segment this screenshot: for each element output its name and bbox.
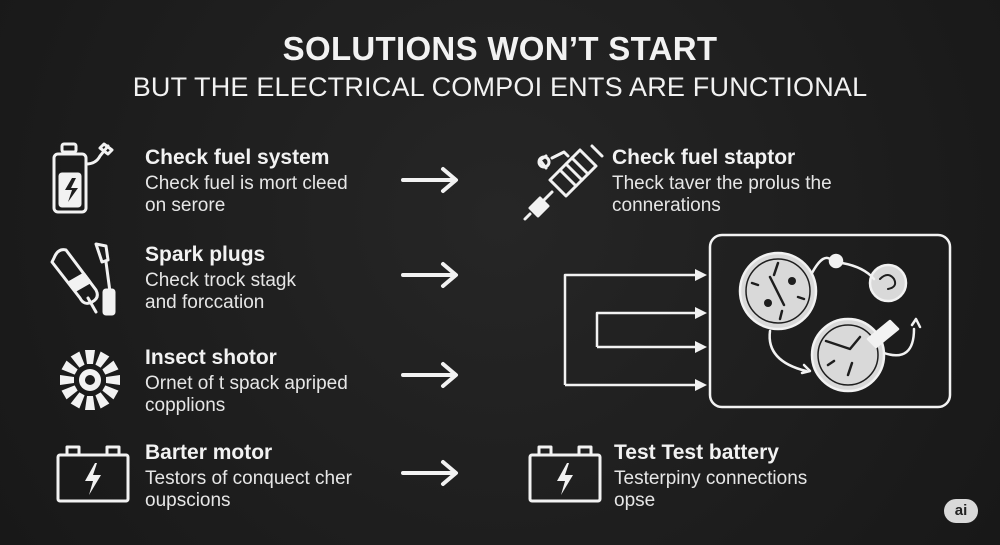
list-item: Insect shotor Ornet of t spack apriped c… bbox=[145, 345, 445, 417]
list-item: Check fuel staptor Theck taver the prolu… bbox=[612, 145, 912, 217]
list-item: Test Test battery Testerpiny connections… bbox=[614, 440, 914, 512]
gear-sunburst-icon bbox=[55, 345, 125, 415]
item-title: Insect shotor bbox=[145, 346, 277, 369]
item-desc-line2: connerations bbox=[612, 195, 721, 216]
page-title: SOLUTIONS WON’T START bbox=[282, 30, 718, 67]
item-desc-line2: copplions bbox=[145, 395, 226, 416]
item-desc-line2: oupscions bbox=[145, 490, 231, 511]
item-desc-line1: Testerpiny connections bbox=[614, 468, 808, 489]
right-arrow-icon bbox=[401, 167, 458, 193]
right-arrow-icon bbox=[401, 460, 458, 486]
fuel-canister-icon bbox=[50, 140, 122, 216]
item-title: Test Test battery bbox=[614, 441, 779, 464]
item-desc-line2: and forccation bbox=[145, 292, 265, 313]
item-desc-line1: Check trock stagk bbox=[145, 270, 296, 291]
item-title: Check fuel staptor bbox=[612, 146, 796, 169]
right-arrow-icon bbox=[401, 362, 458, 388]
circuit-gauges-icon bbox=[708, 233, 952, 409]
item-desc-line1: Ornet of t spack apriped bbox=[145, 373, 348, 394]
list-item: Barter motor Testors of conquect cher ou… bbox=[145, 440, 445, 512]
item-desc-line2: on serore bbox=[145, 195, 226, 216]
item-desc-line1: Testors of conquect cher bbox=[145, 468, 352, 489]
spark-plug-tools-icon bbox=[48, 238, 124, 320]
right-arrow-icon bbox=[401, 262, 458, 288]
ai-badge: ai bbox=[944, 499, 978, 523]
item-title: Spark plugs bbox=[145, 243, 266, 266]
item-desc-line1: Check fuel is mort cleed bbox=[145, 173, 348, 194]
battery-icon bbox=[55, 445, 131, 505]
list-item: Check fuel system Check fuel is mort cle… bbox=[145, 145, 445, 217]
list-item: Spark plugs Check trock stagk and forcca… bbox=[145, 242, 445, 314]
page-subtitle: BUT THE ELECTRICAL COMPOI ENTS ARE FUNCT… bbox=[132, 72, 868, 102]
item-desc-line2: opse bbox=[614, 490, 656, 511]
diagram-connectors bbox=[563, 269, 707, 391]
injector-icon bbox=[522, 140, 606, 222]
battery-icon bbox=[527, 445, 603, 505]
item-desc-line1: Theck taver the prolus the bbox=[612, 173, 832, 194]
item-title: Barter motor bbox=[145, 441, 273, 464]
item-title: Check fuel system bbox=[145, 146, 330, 169]
